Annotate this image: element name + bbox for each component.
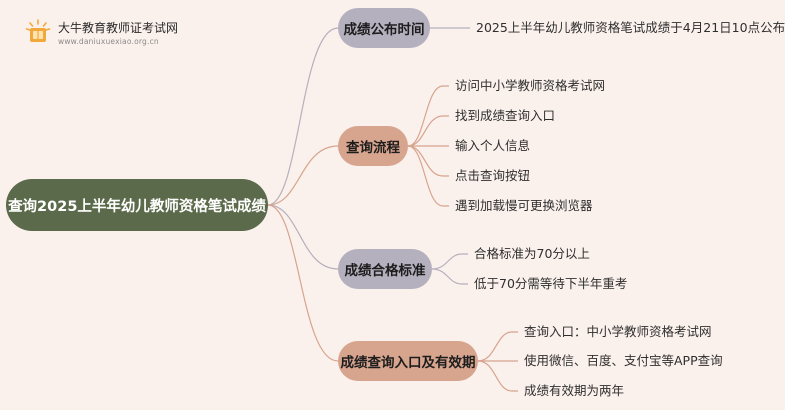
link-b4-leaf-1 bbox=[477, 331, 518, 362]
leaf-process-4: 点击查询按钮 bbox=[455, 168, 531, 183]
leaf-process-1: 访问中小学教师资格考试网 bbox=[455, 78, 606, 93]
branch-release-time: 成绩公布时间 bbox=[338, 8, 430, 48]
link-b2-leaf-4 bbox=[407, 145, 449, 177]
link-b2-leaf-5 bbox=[407, 145, 449, 207]
link-b4-leaf-3 bbox=[477, 360, 518, 392]
branch-query-process: 查询流程 bbox=[338, 126, 408, 166]
leaf-entry-3: 成绩有效期为两年 bbox=[524, 383, 625, 398]
leaf-process-2: 找到成绩查询入口 bbox=[455, 108, 556, 123]
logo-name: 大牛教育教师证考试网 bbox=[58, 21, 179, 35]
site-logo: 大牛教育教师证考试网 www.daniuxuexiao.org.cn bbox=[24, 16, 224, 52]
leaf-standard-1: 合格标准为70分以上 bbox=[474, 246, 590, 261]
link-root-b1 bbox=[267, 27, 339, 206]
link-b2-leaf-1 bbox=[407, 85, 449, 147]
link-root-b2 bbox=[267, 145, 339, 206]
leaf-process-3: 输入个人信息 bbox=[455, 138, 531, 153]
leaf-entry-2: 使用微信、百度、支付宝等APP查询 bbox=[524, 353, 723, 368]
link-b3-leaf-2 bbox=[431, 268, 468, 285]
leaf-entry-1: 查询入口：中小学教师资格考试网 bbox=[524, 324, 712, 339]
root-topic: 查询2025上半年幼儿教师资格笔试成绩 bbox=[6, 179, 268, 231]
link-b2-leaf-2 bbox=[407, 115, 449, 147]
branch-pass-standard: 成绩合格标准 bbox=[338, 249, 432, 289]
link-b3-leaf-1 bbox=[431, 253, 468, 270]
connector-lines bbox=[267, 27, 518, 392]
link-root-b4 bbox=[267, 204, 339, 362]
link-root-b3 bbox=[267, 204, 339, 270]
leaf-release-time: 2025上半年幼儿教师资格笔试成绩于4月21日10点公布 bbox=[476, 20, 785, 35]
leaf-standard-2: 低于70分需等待下半年重考 bbox=[474, 276, 628, 291]
logo-url: www.daniuxuexiao.org.cn bbox=[58, 37, 159, 46]
branch-query-entry-validity: 成绩查询入口及有效期 bbox=[338, 341, 478, 381]
book-logo-icon bbox=[25, 19, 51, 42]
leaf-process-5: 遇到加载慢可更换浏览器 bbox=[455, 198, 593, 213]
